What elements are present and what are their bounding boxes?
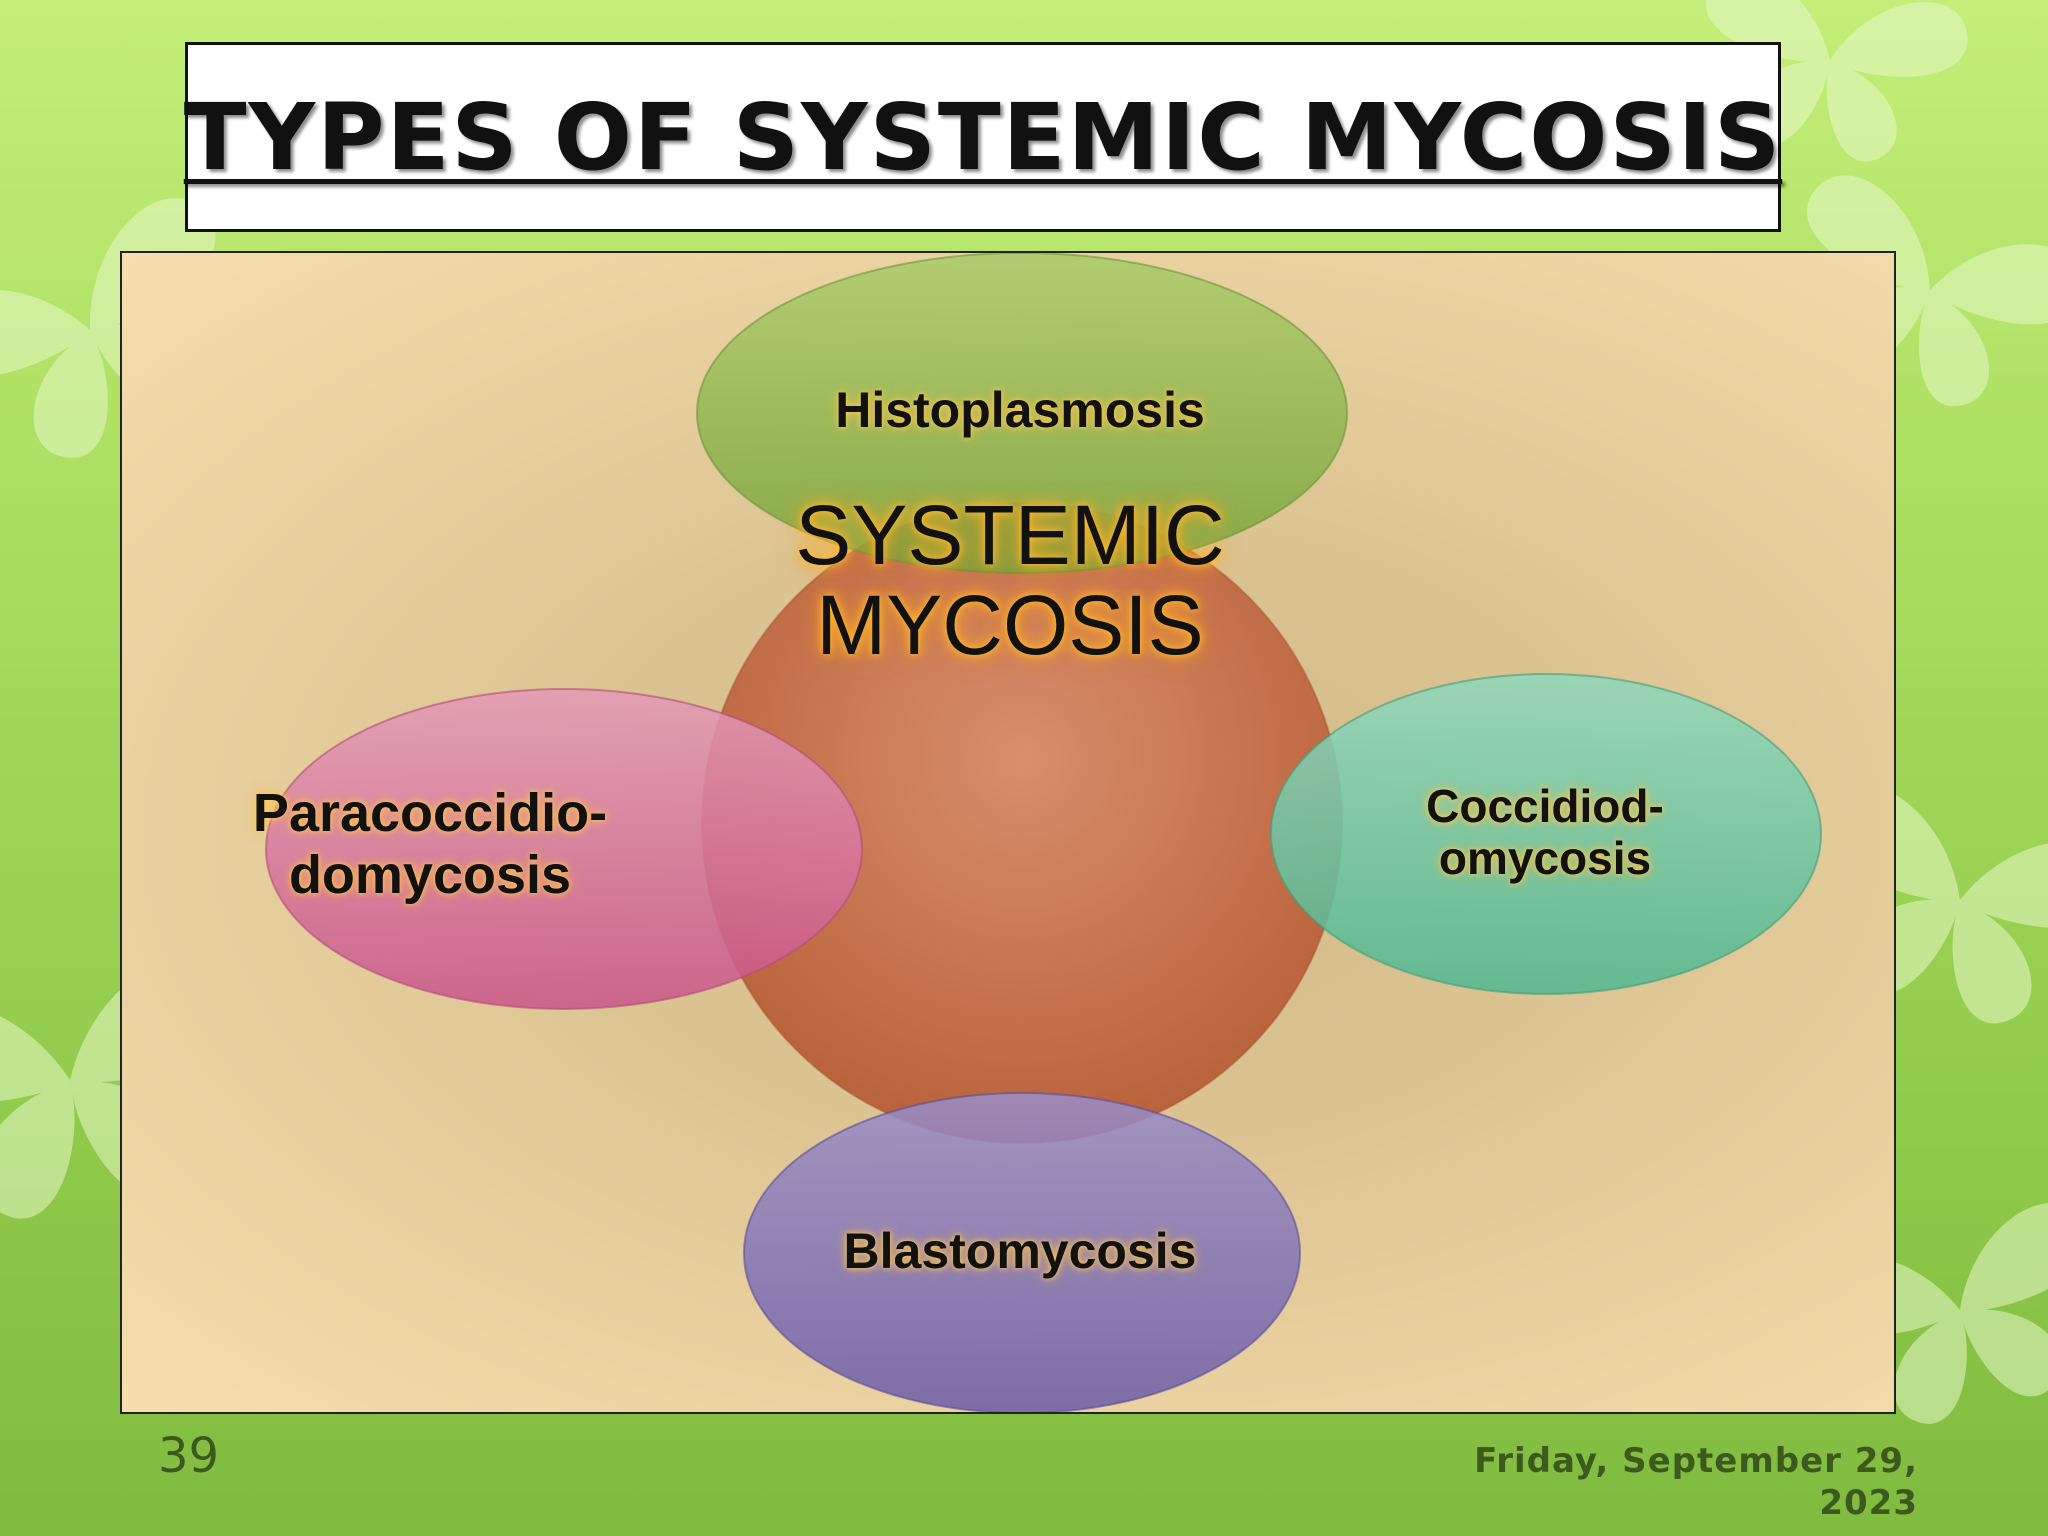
page-number: 39 xyxy=(158,1428,220,1484)
slide-title: TYPES OF SYSTEMIC MYCOSIS xyxy=(183,83,1783,191)
center-label-line1: SYSTEMIC xyxy=(795,488,1225,582)
center-label: SYSTEMIC MYCOSIS xyxy=(720,490,1300,670)
node-right-ellipse xyxy=(1270,673,1822,995)
node-left-label-line1: Paracoccidio- xyxy=(252,783,608,843)
title-box: TYPES OF SYSTEMIC MYCOSIS xyxy=(183,42,1783,232)
node-right-label: Coccidiod- omycosis xyxy=(1290,780,1800,884)
node-left-ellipse xyxy=(265,688,863,1010)
center-label-line2: MYCOSIS xyxy=(816,578,1204,672)
node-left-label-line2: domycosis xyxy=(288,845,572,905)
node-right-label-line2: omycosis xyxy=(1438,832,1652,884)
slide-date-line1: Friday, September 29, xyxy=(1474,1441,1918,1481)
node-bottom-ellipse xyxy=(743,1092,1301,1412)
node-top-ellipse xyxy=(696,253,1348,574)
node-bottom-label: Blastomycosis xyxy=(843,1223,1197,1279)
diagram-panel xyxy=(120,251,1896,1414)
slide-date-line2: 2023 xyxy=(1819,1483,1918,1523)
node-left-label: Paracoccidio- domycosis xyxy=(115,782,745,906)
node-right-label-line1: Coccidiod- xyxy=(1426,780,1664,832)
slide-date: Friday, September 29, 2023 xyxy=(1380,1440,1918,1524)
diagram-canvas xyxy=(265,253,1822,1412)
node-top-label: Histoplasmosis xyxy=(835,382,1205,438)
